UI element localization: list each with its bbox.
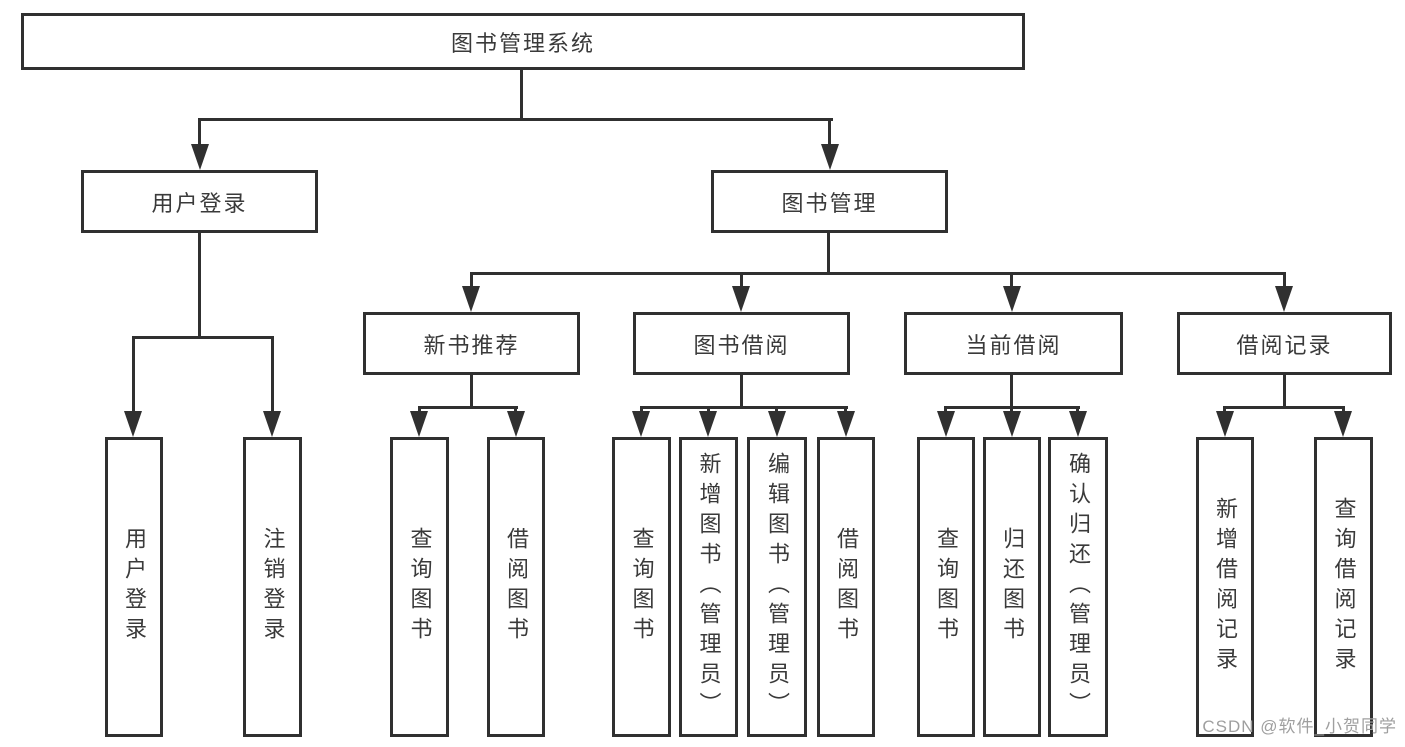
leaf-logout: 注销登录 [243,437,302,737]
node-current-borrow: 当前借阅 [904,312,1123,375]
arrow-down-icon [699,411,717,437]
connector-line [271,336,274,416]
connector-line [198,233,201,339]
arrow-down-icon [821,144,839,170]
leaf-borrow-books-recommend: 借阅图书 [487,437,545,737]
leaf-query-books-current: 查询图书 [917,437,975,737]
connector-line [1010,375,1013,409]
connector-line [470,272,1286,275]
connector-line [470,272,473,290]
watermark: CSDN @软件_小贺同学 [1202,717,1397,736]
connector-line [470,375,473,409]
connector-line [1010,272,1013,290]
node-book-borrow: 图书借阅 [633,312,850,375]
arrow-down-icon [124,411,142,437]
connector-line [520,69,523,121]
arrow-down-icon [768,411,786,437]
arrow-down-icon [837,411,855,437]
arrow-down-icon [1069,411,1087,437]
connector-line [1283,375,1286,409]
arrow-down-icon [1216,411,1234,437]
node-root: 图书管理系统 [21,13,1025,70]
arrow-down-icon [1003,286,1021,312]
connector-line [740,375,743,409]
node-user-login: 用户登录 [81,170,318,233]
arrow-down-icon [1334,411,1352,437]
connector-line [198,118,833,121]
connector-line [132,336,274,339]
leaf-borrow-books: 借阅图书 [817,437,875,737]
arrow-down-icon [632,411,650,437]
arrow-down-icon [263,411,281,437]
arrow-down-icon [410,411,428,437]
leaf-confirm-return-admin: 确认归还（管理员） [1048,437,1108,737]
arrow-down-icon [191,144,209,170]
leaf-add-books-admin: 新增图书（管理员） [679,437,738,737]
leaf-query-books-recommend: 查询图书 [390,437,449,737]
arrow-down-icon [507,411,525,437]
arrow-down-icon [937,411,955,437]
node-borrow-records: 借阅记录 [1177,312,1392,375]
node-book-management: 图书管理 [711,170,948,233]
leaf-user-login: 用户登录 [105,437,163,737]
arrow-down-icon [1275,286,1293,312]
connector-line [1223,406,1345,409]
leaf-query-books-borrow: 查询图书 [612,437,671,737]
node-new-book-recommend: 新书推荐 [363,312,580,375]
leaf-add-borrow-record: 新增借阅记录 [1196,437,1254,737]
connector-line [640,406,848,409]
connector-line [1283,272,1286,290]
leaf-return-books: 归还图书 [983,437,1041,737]
leaf-edit-books-admin: 编辑图书（管理员） [747,437,807,737]
connector-line [198,118,201,148]
arrow-down-icon [462,286,480,312]
connector-line [828,118,831,148]
connector-line [827,233,830,275]
connector-line [418,406,518,409]
connector-line [132,336,135,416]
connector-line [740,272,743,290]
leaf-query-borrow-record: 查询借阅记录 [1314,437,1373,737]
arrow-down-icon [1003,411,1021,437]
arrow-down-icon [732,286,750,312]
